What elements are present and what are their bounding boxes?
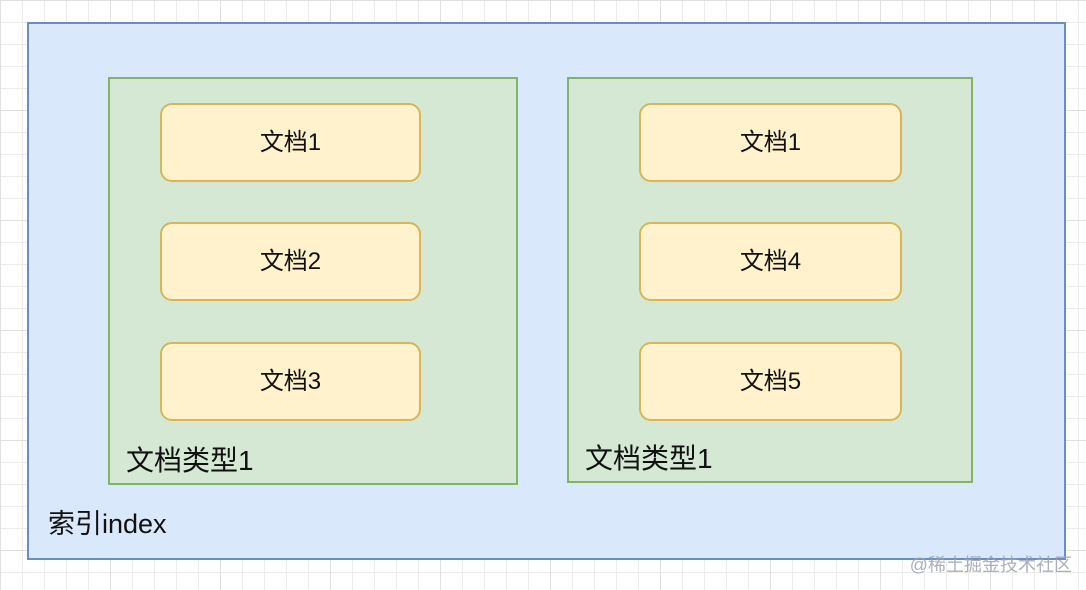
document-label: 文档1 xyxy=(739,128,802,156)
document-box: 文档5 xyxy=(639,342,902,421)
watermark: @稀土掘金技术社区 xyxy=(909,555,1072,576)
document-label: 文档1 xyxy=(259,128,322,156)
document-label: 文档2 xyxy=(259,247,322,275)
index-container: 文档1 文档2 文档3 文档类型1 文档1 文档4 文档5 文档类型1 索引in… xyxy=(27,22,1066,560)
document-box: 文档3 xyxy=(160,342,421,421)
index-label: 索引index xyxy=(48,508,167,539)
doc-type-container-2: 文档1 文档4 文档5 文档类型1 xyxy=(567,77,973,483)
document-box: 文档4 xyxy=(639,222,902,301)
doc-type-label: 文档类型1 xyxy=(585,442,713,474)
doc-type-label: 文档类型1 xyxy=(126,444,254,476)
document-box: 文档2 xyxy=(160,222,421,301)
document-label: 文档3 xyxy=(259,367,322,395)
document-label: 文档5 xyxy=(739,367,802,395)
document-box: 文档1 xyxy=(639,103,902,182)
doc-type-container-1: 文档1 文档2 文档3 文档类型1 xyxy=(108,77,518,485)
document-box: 文档1 xyxy=(160,103,421,182)
document-label: 文档4 xyxy=(739,247,802,275)
